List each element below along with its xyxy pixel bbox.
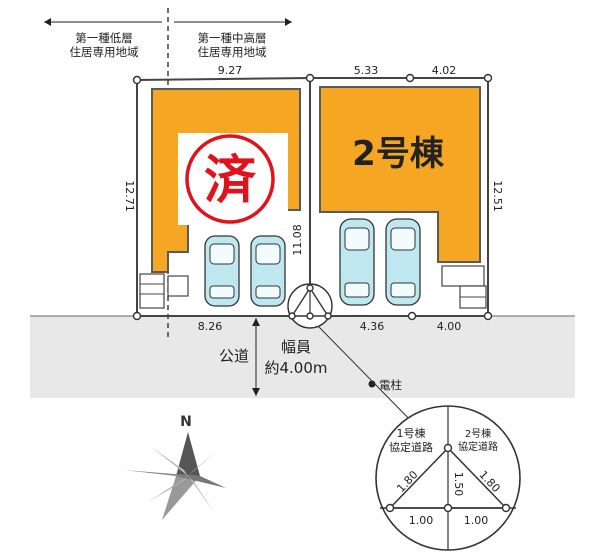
lot-2-title: 2号棟 bbox=[352, 134, 445, 174]
lot-1-bottom-dim: 8.26 bbox=[198, 320, 223, 333]
lot-2-porch bbox=[441, 265, 485, 287]
road-width-label: 幅員 bbox=[281, 338, 311, 356]
boundary-marker bbox=[405, 73, 415, 83]
boundary-marker bbox=[501, 503, 511, 513]
lot-1-stamp-circle bbox=[185, 134, 275, 224]
car-windshield bbox=[209, 243, 235, 265]
detail-vertical-dim: 1.50 bbox=[452, 472, 465, 497]
lot-1-stairs bbox=[139, 273, 165, 309]
shared-road-detail: 1号棟 協定道路 2号棟 協定道路 1.80 1.80 1.50 1.00 1.… bbox=[375, 405, 521, 551]
detail-leader-line bbox=[317, 325, 421, 431]
lot-2: 2号棟 5.33 4.02 12.51 11.08 4.36 4.00 bbox=[291, 64, 504, 333]
lot-1: 済 9.27 12.71 8.26 bbox=[123, 64, 311, 333]
zone-left-arrowhead bbox=[44, 18, 51, 26]
compass-se-point bbox=[188, 476, 214, 512]
road-width-value: 約4.00m bbox=[264, 359, 327, 377]
lot-1-stamp-text: 済 bbox=[204, 151, 257, 211]
road-area bbox=[30, 316, 575, 398]
lot-1-car-left bbox=[204, 235, 240, 307]
zone-right-line2: 住居専用地域 bbox=[198, 45, 267, 59]
boundary-marker bbox=[385, 503, 395, 513]
boundary-marker bbox=[443, 443, 453, 453]
boundary-markers bbox=[132, 73, 493, 321]
compass-west-point bbox=[124, 470, 200, 476]
boundary-marker bbox=[132, 75, 142, 85]
detail-base-left-dim: 1.00 bbox=[409, 514, 434, 527]
compass-north-point bbox=[176, 432, 200, 476]
zone-right-line1: 第一種中高層 bbox=[198, 31, 267, 45]
car-windshield bbox=[255, 243, 281, 265]
lot-2-car-right bbox=[385, 218, 421, 306]
boundary-marker bbox=[483, 73, 493, 83]
compass-nw-point bbox=[150, 446, 188, 476]
road-label: 公道 bbox=[219, 347, 249, 365]
compass-south-point bbox=[162, 476, 200, 520]
lot-1-car-right bbox=[250, 235, 286, 307]
road-width-arrowhead-bottom bbox=[252, 388, 260, 396]
lot-1-porch bbox=[167, 275, 189, 297]
car-windshield bbox=[390, 227, 416, 251]
boundary-marker bbox=[306, 312, 314, 320]
car-rear-window bbox=[255, 285, 281, 299]
lot-2-car-left bbox=[339, 218, 375, 306]
lot-2-top-left-dim: 5.33 bbox=[354, 64, 379, 77]
north-label: N bbox=[180, 414, 192, 430]
boundary-marker bbox=[443, 503, 453, 513]
lot-2-inner-dim: 11.08 bbox=[291, 224, 304, 256]
compass-sw-point bbox=[148, 476, 188, 502]
north-compass: N bbox=[124, 414, 226, 520]
car-rear-window bbox=[390, 282, 416, 298]
car-windshield bbox=[344, 227, 370, 251]
zone-left-line1: 第一種低層 bbox=[75, 31, 133, 45]
detail-base-right-dim: 1.00 bbox=[464, 514, 489, 527]
car-rear-window bbox=[344, 282, 370, 298]
detail-lot2-label-line1: 2号棟 bbox=[465, 427, 491, 440]
lot-1-top-dim: 9.27 bbox=[218, 64, 243, 77]
compass-east-point bbox=[176, 476, 226, 488]
road-width-arrowhead-top bbox=[252, 318, 260, 326]
lot-1-side-dim: 12.71 bbox=[123, 180, 136, 212]
boundary-marker bbox=[483, 311, 493, 321]
boundary-marker bbox=[407, 311, 417, 321]
shared-access-marker bbox=[287, 283, 333, 329]
utility-pole-label: 電柱 bbox=[379, 378, 402, 392]
lot-2-building bbox=[319, 86, 481, 263]
compass-ne-point bbox=[188, 450, 218, 476]
detail-lot2-label-line2: 協定道路 bbox=[458, 440, 498, 453]
lot-2-top-right-dim: 4.02 bbox=[432, 64, 457, 77]
boundary-marker bbox=[324, 312, 332, 320]
car-rear-window bbox=[209, 285, 235, 299]
boundary-marker bbox=[288, 312, 296, 320]
boundary-marker bbox=[306, 284, 314, 292]
lot-1-stamp-bg bbox=[178, 133, 288, 225]
lot-2-bottom-right-dim: 4.00 bbox=[437, 320, 462, 333]
zone-left-line2: 住居専用地域 bbox=[70, 45, 139, 59]
detail-lot1-label-line1: 1号棟 bbox=[397, 426, 426, 440]
boundary-marker bbox=[132, 311, 142, 321]
lot-2-side-dim: 12.51 bbox=[491, 180, 504, 212]
zone-right-arrowhead bbox=[285, 18, 292, 26]
lot-2-bottom-left-dim: 4.36 bbox=[360, 320, 385, 333]
detail-lot1-label-line2: 協定道路 bbox=[389, 440, 433, 454]
boundary-marker bbox=[305, 73, 315, 83]
